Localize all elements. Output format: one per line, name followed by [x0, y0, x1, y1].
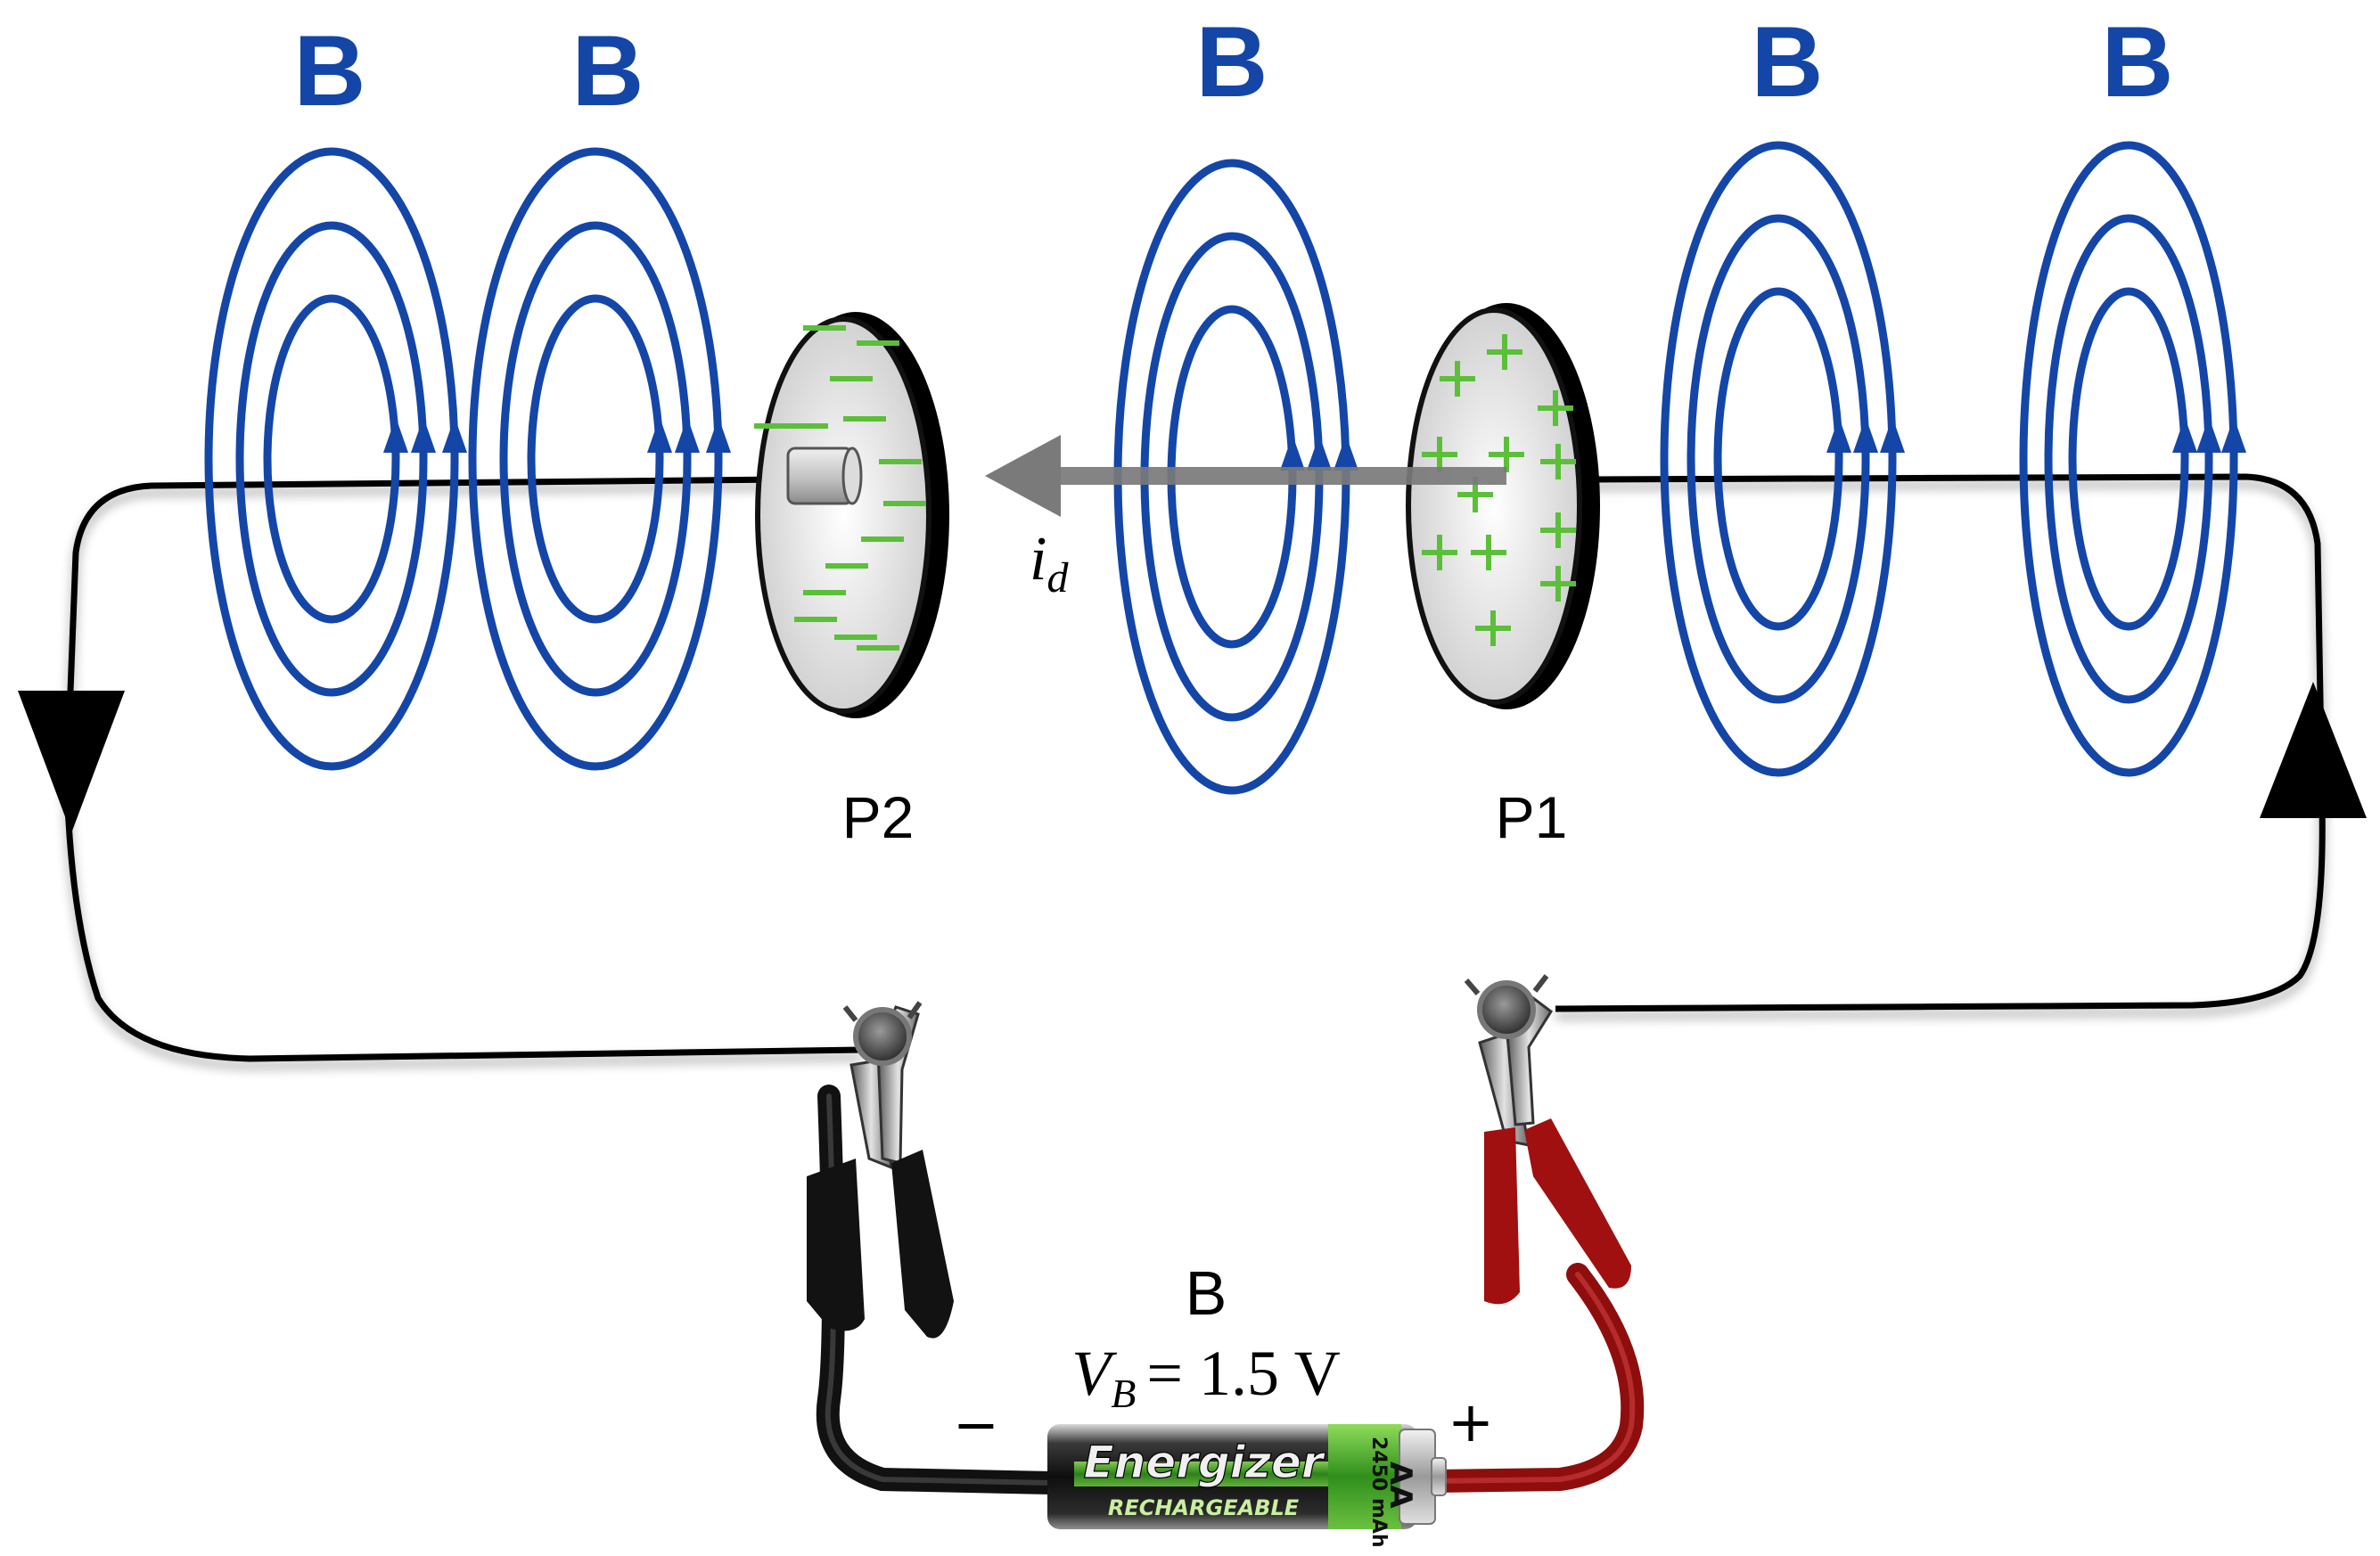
field-loop-group — [204, 147, 467, 771]
field-line — [235, 221, 428, 697]
field-line — [2044, 214, 2213, 704]
field-arrow-icon — [1853, 417, 1878, 453]
arrow-up-icon — [2260, 682, 2367, 818]
plate-p1 — [1406, 303, 1600, 709]
field-line — [263, 294, 400, 624]
negative-charge — [825, 563, 868, 569]
battery-brand-sub: RECHARGEABLE — [1108, 1495, 1300, 1520]
negative-charge — [834, 635, 877, 640]
battery-brand: Energizer — [1084, 1437, 1326, 1488]
wire-connector — [786, 446, 863, 505]
positive-charge — [1555, 512, 1561, 548]
negative-charge — [830, 376, 873, 381]
positive-charge — [1437, 535, 1442, 570]
field-arrow-icon — [2172, 417, 2197, 453]
negative-charge — [803, 325, 846, 331]
arrow-down-icon — [18, 691, 125, 833]
field-arrow-icon — [1280, 435, 1305, 471]
field-arrow-icon — [383, 417, 408, 453]
field-label: B — [572, 15, 644, 127]
negative-charge — [803, 590, 846, 595]
field-arrow-icon — [2196, 417, 2221, 453]
negative-charge — [754, 423, 797, 429]
positive-charge — [1455, 361, 1460, 397]
positive-charge — [1502, 334, 1507, 370]
positive-charge — [1553, 390, 1558, 426]
battery-negative-terminal: − — [953, 1392, 999, 1457]
field-arrow-icon — [411, 417, 436, 453]
field-line — [1660, 141, 1897, 777]
field-arrow-icon — [1826, 417, 1851, 453]
field-loop-group — [1660, 141, 1905, 777]
battery-positive-terminal: + — [1448, 1389, 1494, 1454]
battery-name: B — [1186, 1258, 1227, 1328]
circuit-wire — [63, 473, 2326, 1062]
negative-charge — [843, 416, 886, 422]
field-arrow-icon — [1880, 417, 1905, 453]
aa-battery: Energizer RECHARGEABLE 2450 mAh AA — [1047, 1424, 1447, 1548]
plate-label-p2: P2 — [842, 784, 915, 850]
field-arrow-icon — [1334, 435, 1358, 471]
battery-voltage: VB= 1.5 V — [1071, 1338, 1340, 1416]
negative-charge — [857, 645, 899, 651]
negative-charges — [754, 325, 926, 651]
field-line — [468, 147, 723, 771]
field-loop-group — [2019, 141, 2246, 777]
wire-left — [63, 476, 864, 1062]
battery-capacity: 2450 mAh — [1367, 1437, 1390, 1548]
field-label: B — [1196, 6, 1268, 118]
positive-charge — [1490, 610, 1496, 646]
field-line — [2019, 141, 2238, 777]
field-labels: B B B B B — [294, 6, 2174, 127]
plate-p2 — [754, 312, 949, 718]
field-arrow-icon — [647, 417, 672, 453]
battery: B VB= 1.5 V − + Energizer RECHARGEABLE 2… — [953, 1258, 1494, 1548]
negative-charge — [861, 536, 904, 542]
negative-charge — [883, 501, 926, 506]
positive-charge — [1555, 566, 1561, 602]
field-label: B — [1752, 6, 1824, 118]
magnetic-field-loops — [204, 141, 2246, 795]
displacement-current-arrow — [985, 435, 1506, 517]
alligator-clip-icon — [807, 1001, 1063, 1495]
negative-charge — [785, 423, 828, 429]
field-line — [2068, 287, 2189, 631]
negative-charge — [879, 459, 922, 464]
field-arrow-icon — [2221, 417, 2246, 453]
negative-charge — [794, 617, 837, 622]
positive-charge — [1437, 437, 1442, 472]
field-arrow-icon — [675, 417, 700, 453]
field-arrow-icon — [442, 417, 467, 453]
field-line — [499, 221, 692, 697]
field-line — [204, 147, 459, 771]
field-arrow-icon — [1307, 435, 1332, 471]
positive-charges — [1422, 334, 1576, 646]
alligator-clip-icon — [1424, 974, 1645, 1493]
positive-charge — [1473, 477, 1478, 512]
positive-charge — [1504, 437, 1509, 472]
plate-label-p1: P1 — [1496, 784, 1568, 850]
field-line — [1687, 214, 1870, 704]
wire-right — [1555, 473, 2326, 1012]
positive-charge — [1555, 444, 1561, 479]
battery-size: AA — [1383, 1462, 1418, 1509]
field-line — [1713, 287, 1843, 631]
field-arrow-icon — [706, 417, 731, 453]
displacement-current-label: id — [1030, 525, 1069, 602]
field-label: B — [294, 15, 366, 127]
negative-charge — [857, 340, 899, 346]
positive-charge — [1486, 535, 1491, 570]
field-loop-group — [468, 147, 731, 771]
field-line — [527, 294, 664, 624]
field-label: B — [2102, 6, 2174, 118]
